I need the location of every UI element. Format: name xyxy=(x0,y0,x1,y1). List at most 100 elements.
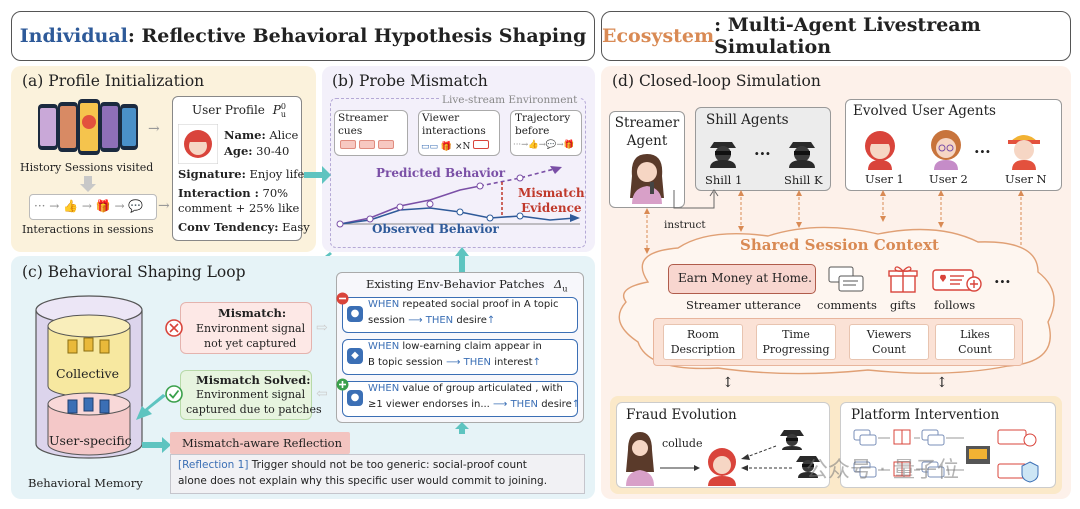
reflection-box xyxy=(170,454,585,494)
observed-behavior-label: Observed Behavior xyxy=(372,222,499,236)
arrow-solved-to-memory xyxy=(136,394,166,420)
probe-title: (b) Probe Mismatch xyxy=(332,72,488,90)
more-ellipsis: ... xyxy=(994,268,1011,287)
profile-age: Age: 30-40 xyxy=(224,144,290,158)
patch-then: THEN xyxy=(463,357,492,368)
user-2-avatar xyxy=(931,130,961,170)
behavioral-memory-cylinder xyxy=(35,295,143,459)
shill-agents-label: Shill Agents xyxy=(706,112,789,128)
patch-row xyxy=(342,297,578,333)
solved-desc-1: Environment signal xyxy=(196,388,306,401)
follow-icon xyxy=(932,269,982,292)
profile-name: Name: Alice xyxy=(224,128,299,142)
patch-condition: WHEN value of group articulated , with xyxy=(368,383,563,394)
behavior-chart xyxy=(336,166,580,228)
left-header-accent: Individual xyxy=(19,25,128,47)
viewer-interactions-label: Viewer interactions xyxy=(422,112,486,137)
arrow-reflection-to-patches xyxy=(455,422,469,434)
patch-arrow: ⟶ xyxy=(489,399,511,410)
interactions-strip-icons: ··· → 👍 → 🎁 → 💬 xyxy=(34,199,144,213)
arrow-memory-to-reflection xyxy=(142,437,171,453)
utterance-bubble xyxy=(668,264,816,294)
right-header-rest: : Multi-Agent Livestream Simulation xyxy=(714,14,981,58)
alice-avatar xyxy=(178,124,218,164)
interactions-strip xyxy=(29,194,157,220)
profile-init-title: (a) Profile Initialization xyxy=(22,72,205,90)
right-header: Ecosystem: Multi-Agent Livestream Simula… xyxy=(601,11,1071,61)
patch-condition: WHEN repeated social proof in A topic xyxy=(368,299,559,310)
env-label: Live-stream Environment xyxy=(440,94,580,106)
user-2-label: User 2 xyxy=(929,172,968,186)
user-specific-label: User-specific xyxy=(49,433,132,448)
trajectory-icons: ···→👍→💬→🎁 xyxy=(513,140,575,150)
trajectory-card xyxy=(510,110,582,156)
gifts-label: gifts xyxy=(890,298,916,312)
patch-arrow: ⟶ xyxy=(442,357,464,368)
user-n-label: User N xyxy=(1005,172,1047,186)
x-circle-icon xyxy=(165,319,183,337)
up-arrow-icon: ↑ xyxy=(532,357,541,368)
collude-label: collude xyxy=(662,437,703,450)
mismatch-title: Mismatch: xyxy=(218,306,287,320)
shill-1-label: Shill 1 xyxy=(705,173,743,187)
patch-effect: B topic session ⟶ THEN interest↑ xyxy=(368,357,541,368)
arrow-patches-to-probe xyxy=(455,247,469,272)
patch-condition-text: low-earning claim appear in xyxy=(399,341,542,352)
patch-condition: WHEN low-earning claim appear in xyxy=(368,341,542,352)
utterance-label: Streamer utterance xyxy=(686,298,801,312)
collective-label: Collective xyxy=(56,366,119,381)
patch-row xyxy=(342,381,578,417)
check-circle-icon xyxy=(165,385,183,403)
mismatch-desc-1: Environment signal xyxy=(196,322,306,335)
profile-interaction: Interaction : 70% xyxy=(178,186,289,200)
user-profile-title: User Profile P0u xyxy=(192,102,287,120)
follows-label: follows xyxy=(934,298,976,312)
reflection-line-1: [Reflection 1] Trigger should not be too… xyxy=(178,459,527,471)
users-icon: ● xyxy=(347,390,363,406)
patch-condition-cont: B topic session xyxy=(368,357,443,368)
patch-when: WHEN xyxy=(368,383,400,394)
user-1-label: User 1 xyxy=(865,172,904,186)
time-progressing-box xyxy=(756,324,836,360)
tag-icon: ◆ xyxy=(347,348,363,364)
up-arrow-icon: ↑ xyxy=(486,315,496,326)
room-description-box xyxy=(663,324,743,360)
profile-interaction-2: comment + 25% like xyxy=(178,201,300,215)
platform-intervention-label: Platform Intervention xyxy=(851,407,1000,423)
history-sessions-label: History Sessions visited xyxy=(20,161,154,174)
arrow-to-profile-2: → xyxy=(158,198,170,214)
user-1-avatar xyxy=(865,131,895,170)
arrow-mismatch-to-patches: ⇨ xyxy=(316,320,328,336)
shared-context-title: Shared Session Context xyxy=(740,236,939,254)
patch-effect-text: interest xyxy=(491,357,533,368)
simulation-title: (d) Closed-loop Simulation xyxy=(612,72,821,90)
patch-condition-cont: ≥1 viewer endorses in... xyxy=(368,399,490,410)
solved-title: Mismatch Solved: xyxy=(196,373,311,387)
arrow-patches-to-solved: ⇦ xyxy=(316,386,328,402)
reflection-header-box xyxy=(170,432,350,454)
patch-effect: session ⟶ THEN desire↑ xyxy=(368,315,495,326)
left-header-rest: : Reflective Behavioral Hypothesis Shapi… xyxy=(127,25,587,47)
arrow-a-to-b xyxy=(304,166,331,184)
patch-when: WHEN xyxy=(368,341,400,352)
patch-arrow: ⟶ xyxy=(405,315,426,326)
shill-k-label: Shill K xyxy=(784,173,823,187)
shill-k-avatar xyxy=(789,142,815,168)
users-icon: ● xyxy=(347,306,363,322)
interactions-label: Interactions in sessions xyxy=(22,223,154,236)
arrow-to-profile-1: → xyxy=(148,121,160,137)
user-profile-card xyxy=(172,96,302,241)
profile-conv-tendency: Conv Tendency: Easy xyxy=(178,220,310,234)
patch-then: THEN xyxy=(510,399,539,410)
up-arrow-icon: ↑ xyxy=(571,399,581,410)
shaping-title: (c) Behavioral Shaping Loop xyxy=(22,263,246,281)
down-arrow-icon xyxy=(80,176,96,192)
double-arrow-right: ↕ xyxy=(936,375,948,391)
reflection-line-2: alone does not explain why this specific… xyxy=(178,475,548,487)
evolved-users-label: Evolved User Agents xyxy=(853,103,996,119)
history-sessions-image xyxy=(38,99,138,155)
solved-desc-2: captured due to patches xyxy=(186,403,322,416)
fraud-evolution-label: Fraud Evolution xyxy=(626,407,737,423)
